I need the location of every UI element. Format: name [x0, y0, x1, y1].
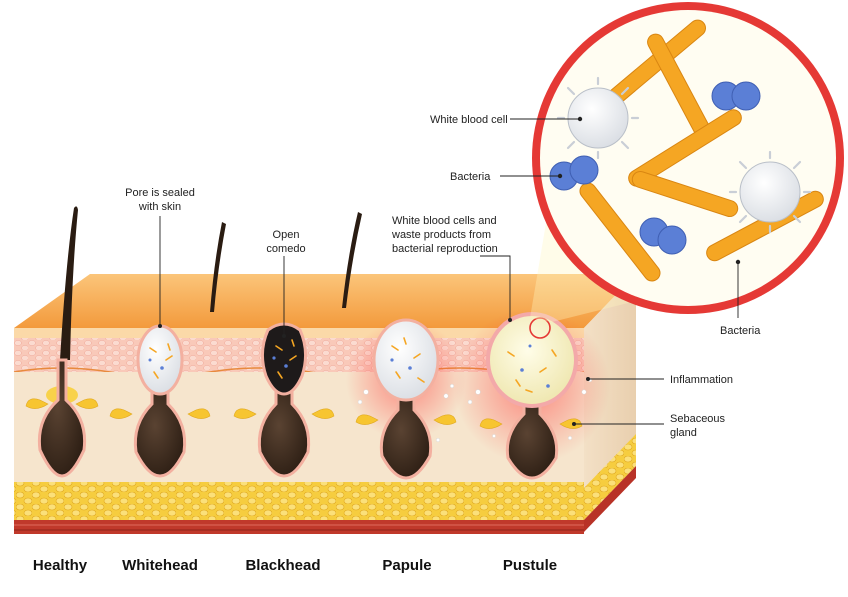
side-fat-layer [584, 434, 636, 520]
side-muscle-layer [584, 466, 636, 532]
white-blood-cell-1 [556, 76, 640, 160]
stage-label-whitehead: Whitehead [122, 557, 198, 574]
label-wbc-waste-3: bacterial reproduction [392, 243, 498, 255]
label-wbc-waste-1: White blood cells and [392, 215, 497, 227]
label-wbc-waste-2: waste products from [391, 229, 491, 241]
label-sebaceous-2: gland [670, 427, 697, 439]
follicle-whitehead [109, 324, 211, 478]
hair-surface-1 [210, 222, 226, 312]
label-open-comedo-1: Open [273, 229, 300, 241]
stage-label-healthy: Healthy [33, 557, 88, 574]
annotation-labels: Pore is sealed with skin Open comedo Whi… [125, 114, 761, 439]
follicle-pustule [454, 308, 610, 480]
pustule-zoom-circle [529, 317, 551, 339]
magnifier-callout [530, 2, 844, 322]
follicle-papule [346, 318, 466, 480]
bacteria-cocci [549, 81, 761, 255]
label-sebaceous-1: Sebaceous [670, 413, 726, 425]
pointer-lines [158, 116, 741, 426]
label-white-blood-cell: White blood cell [430, 114, 508, 126]
label-bacteria-bottom: Bacteria [720, 325, 761, 337]
muscle-layer [14, 520, 584, 534]
follicle-healthy [25, 358, 99, 478]
follicle-blackhead [233, 322, 335, 478]
hair-surface-2 [342, 212, 362, 308]
stage-label-pustule: Pustule [503, 557, 557, 574]
label-pore-sealed-2: with skin [138, 201, 181, 213]
label-open-comedo-2: comedo [266, 243, 305, 255]
stage-label-papule: Papule [382, 557, 431, 574]
label-pore-sealed-1: Pore is sealed [125, 187, 195, 199]
fat-layer [14, 482, 584, 520]
skin-surface [14, 274, 636, 328]
label-bacteria-top: Bacteria [450, 171, 491, 183]
stage-label-blackhead: Blackhead [245, 557, 320, 574]
hair-healthy [60, 206, 78, 360]
label-inflammation: Inflammation [670, 374, 733, 386]
white-blood-cell-2 [728, 150, 812, 234]
stage-labels: Healthy Whitehead Blackhead Papule Pustu… [33, 557, 557, 574]
